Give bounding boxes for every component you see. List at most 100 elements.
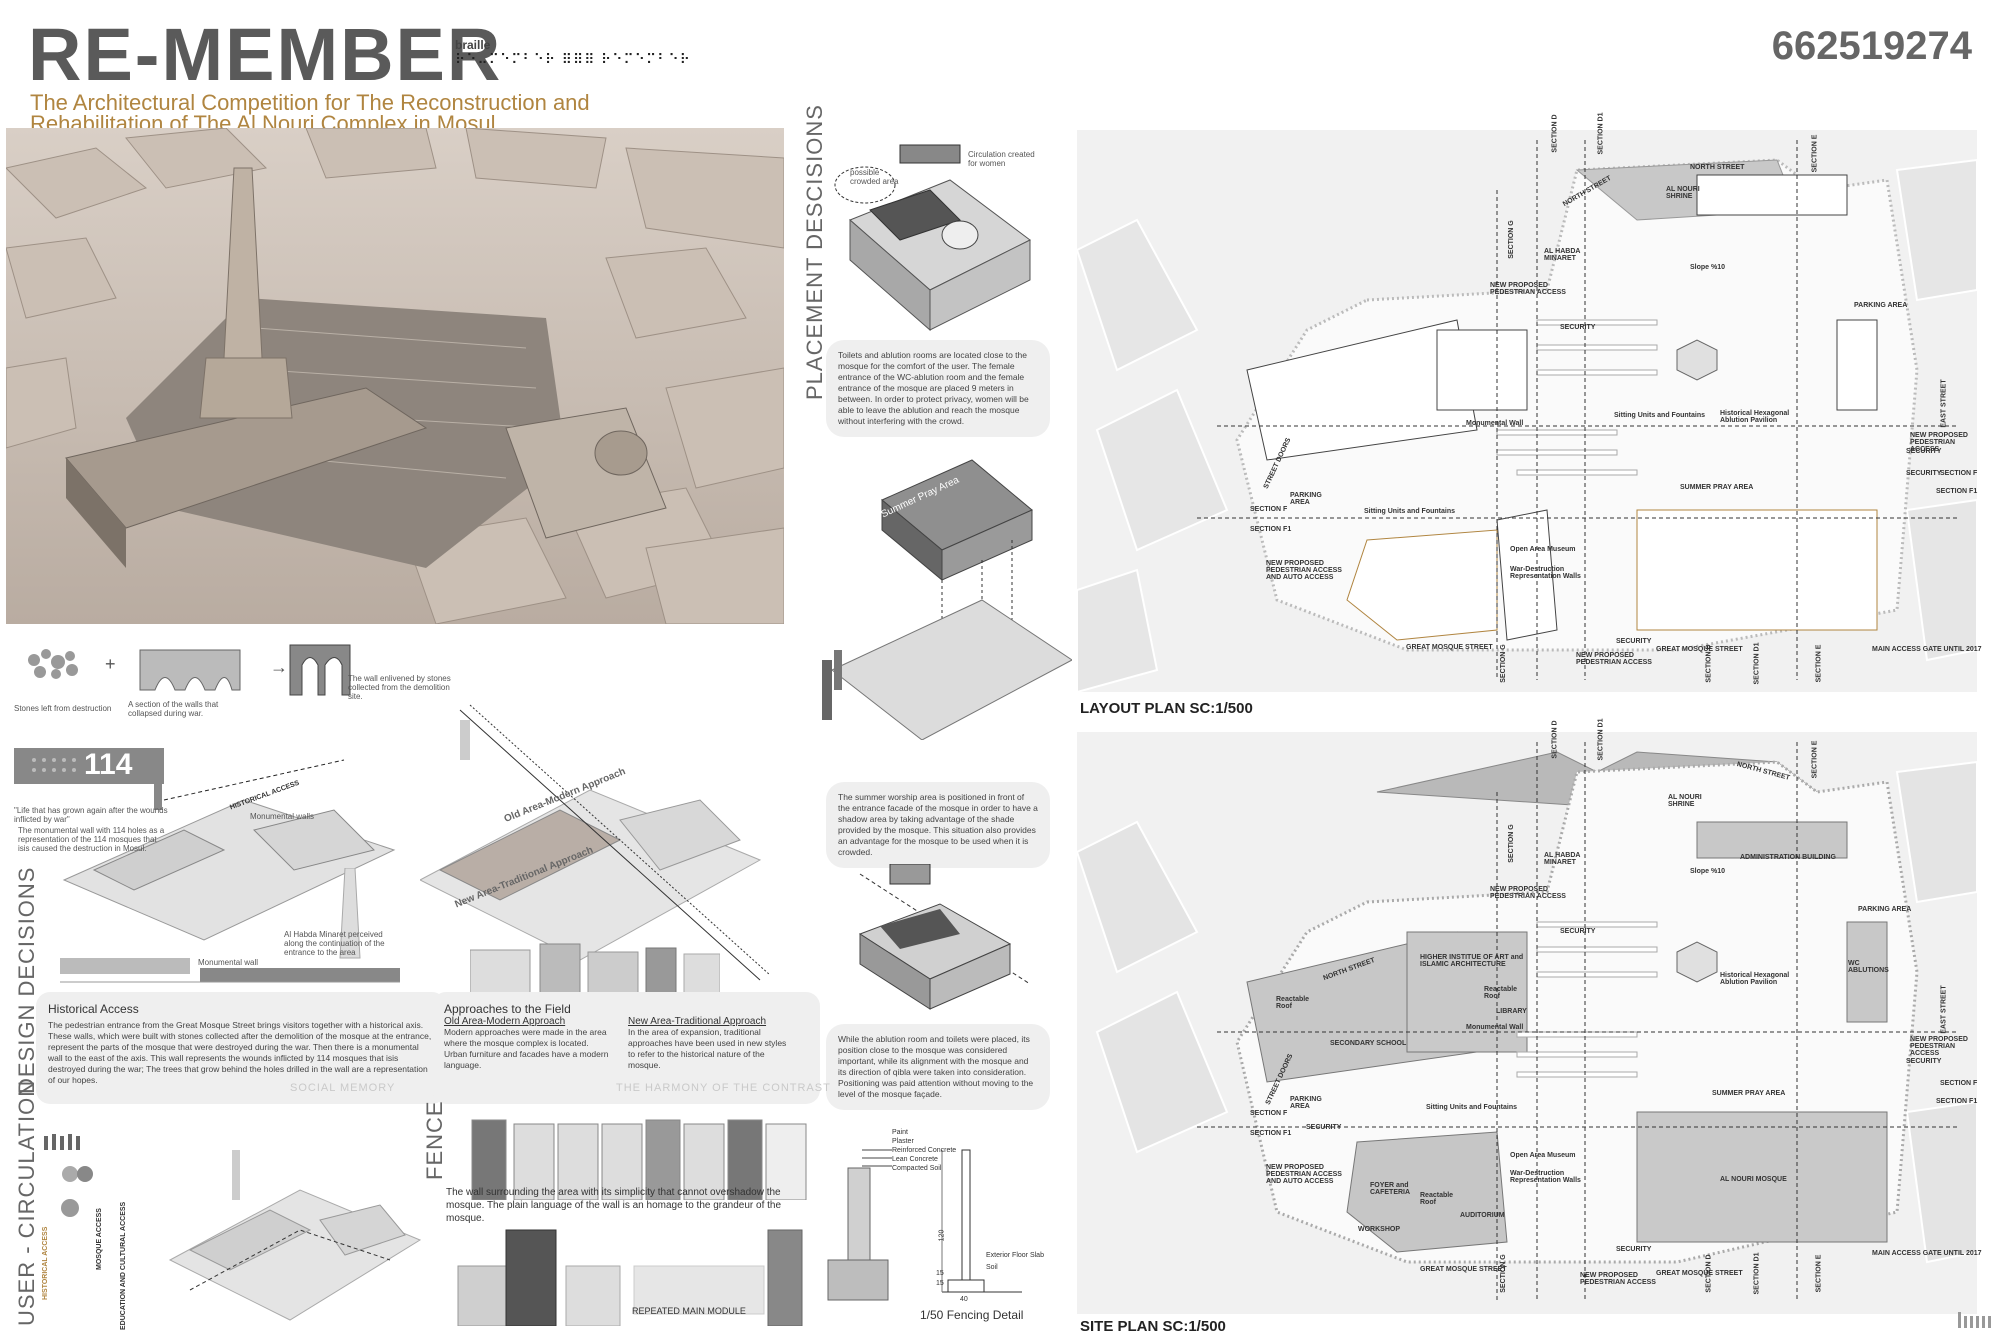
poster-title: RE-MEMBER xyxy=(28,13,503,96)
enlivened-caption: The wall enlivened by stones collected f… xyxy=(348,674,451,701)
education-access-legend: EDUCATION AND CULTURAL ACCESS xyxy=(120,1201,127,1330)
dim-15a: 15 xyxy=(936,1270,944,1277)
lp-section-f: SECTION F xyxy=(1940,470,1978,477)
lp-section-d-b: SECTION D xyxy=(1705,644,1713,683)
sp-section-d: SECTION D xyxy=(1551,720,1559,759)
historical-access-title: Historical Access xyxy=(48,1002,139,1016)
lp-section-g-b: SECTION G xyxy=(1499,644,1507,683)
lp-north-street: NORTH STREET xyxy=(1690,164,1745,171)
sp-slope: Slope %10 xyxy=(1690,868,1726,875)
monumental-caption: The monumental wall with 114 holes as a … xyxy=(18,826,165,853)
sp-pavilion: Historical Hexagonal Ablution Pavilion xyxy=(1720,972,1790,986)
walls-caption: A section of the walls that collapsed du… xyxy=(128,700,219,718)
dim-120: 120 xyxy=(938,1229,946,1242)
sp-secondary: SECONDARY SCHOOL xyxy=(1330,1040,1407,1047)
lp-section-d1-b: SECTION D1 xyxy=(1753,642,1761,685)
fence-detail xyxy=(822,1140,1032,1316)
lp-section-e: SECTION E xyxy=(1811,134,1819,173)
approaches-title: Approaches to the Field xyxy=(444,1002,571,1016)
lp-section-e-b: SECTION E xyxy=(1815,644,1823,683)
lp-museum: Open Area Museum xyxy=(1510,546,1576,553)
sp-security3: SECURITY xyxy=(1616,1246,1652,1253)
layer-lean: Lean Concrete xyxy=(892,1156,938,1163)
module-label: REPEATED MAIN MODULE xyxy=(632,1306,746,1316)
sp-nouri-mosque: AL NOURI MOSQUE xyxy=(1720,1176,1787,1183)
fence-elevation xyxy=(462,1110,812,1200)
lp-new-ped-2: NEW PROPOSED PEDESTRIAN ACCESS xyxy=(1576,652,1652,666)
layer-reinforced: Reinforced Concrete xyxy=(892,1147,957,1154)
circulation-axon xyxy=(150,1130,430,1330)
fence-text: The wall surrounding the area with its s… xyxy=(446,1187,782,1224)
placement-text-1: Toilets and ablution rooms are located c… xyxy=(826,340,1050,437)
sp-main-gate: MAIN ACCESS GATE UNTIL 2017 xyxy=(1872,1250,1982,1257)
sp-new-ped: NEW PROPOSED PEDESTRIAN ACCESS xyxy=(1490,886,1566,900)
lp-section-f1: SECTION F1 xyxy=(1936,488,1978,495)
historical-access-text: The pedestrian entrance from the Great M… xyxy=(48,1020,432,1085)
circulation-icons xyxy=(40,1134,120,1314)
approaches-box: Approaches to the Field Old Area-Modern … xyxy=(432,992,820,1104)
sp-section-e-b: SECTION E xyxy=(1815,1254,1823,1293)
sp-new-ped-2: NEW PROPOSED PEDESTRIAN ACCESS xyxy=(1580,1272,1656,1286)
lp-parking2: PARKING AREA xyxy=(1290,492,1322,506)
placement-diagram-2 xyxy=(822,440,1072,740)
lp-security: SECURITY xyxy=(1560,324,1596,331)
sp-section-f-w: SECTION F xyxy=(1250,1110,1288,1117)
sp-great-mosque: GREAT MOSQUE STREET xyxy=(1420,1266,1507,1273)
sp-security: SECURITY xyxy=(1560,928,1596,935)
layout-plan-title: LAYOUT PLAN SC:1/500 xyxy=(1080,700,1253,717)
label-possible-crowded: possible crowded area xyxy=(850,168,899,186)
stones-diagram: + → xyxy=(20,640,360,700)
fence-layers: Paint Plaster Reinforced Concrete Lean C… xyxy=(892,1128,956,1173)
fence-detail-label: 1/50 Fencing Detail xyxy=(920,1308,1024,1322)
dim-15b: 15 xyxy=(936,1280,944,1287)
layout-plan xyxy=(1077,130,1977,692)
lp-section-g: SECTION G xyxy=(1507,220,1515,259)
harmony-contrast: THE HARMONY OF THE CONTRAST xyxy=(616,1082,831,1094)
sp-foyer: FOYER and CAFETERIA xyxy=(1370,1182,1411,1196)
social-memory: SOCIAL MEMORY xyxy=(290,1082,396,1094)
monumental-wall-label: Monumental wall xyxy=(198,958,259,967)
placement-diagram-3 xyxy=(840,864,1040,1014)
svg-text:+: + xyxy=(105,654,116,674)
old-area-title: Old Area-Modern Approach xyxy=(444,1016,566,1027)
lp-section-d1: SECTION D1 xyxy=(1597,112,1605,155)
lp-great-mosque: GREAT MOSQUE STREET xyxy=(1406,644,1493,651)
sp-museum: Open Area Museum xyxy=(1510,1152,1576,1159)
sp-new-ped-auto: NEW PROPOSED PEDESTRIAN ACCESS AND AUTO … xyxy=(1266,1164,1342,1185)
sp-section-g: SECTION G xyxy=(1507,824,1515,863)
monumental-walls-label: Monumental walls xyxy=(250,812,315,821)
lp-great-mosque-2: GREAT MOSQUE STREET xyxy=(1656,646,1743,653)
sp-section-e: SECTION E xyxy=(1811,740,1819,779)
sp-shrine: AL NOURI SHRINE xyxy=(1668,794,1702,808)
lp-summer: SUMMER PRAY AREA xyxy=(1680,484,1754,491)
circulation-title: USER - CIRCULATION xyxy=(14,1079,39,1326)
sp-section-f1-w: SECTION F1 xyxy=(1250,1130,1292,1137)
entry-id: 662519274 xyxy=(1771,24,1972,68)
approaches-axon xyxy=(420,700,780,990)
new-area-title: New Area-Traditional Approach xyxy=(628,1016,767,1027)
lp-parking: PARKING AREA xyxy=(1854,302,1908,309)
lp-shrine: AL NOURI SHRINE xyxy=(1666,186,1700,200)
sp-library: LIBRARY xyxy=(1496,1008,1527,1015)
number-114: 114 xyxy=(84,748,133,781)
design-title: DESIGN DECISIONS xyxy=(14,866,39,1094)
label-circulation-women: Circulation created for women xyxy=(968,150,1035,168)
new-area-col: New Area-Traditional Approach In the are… xyxy=(628,1016,788,1071)
site-plan-drawing xyxy=(1077,732,1977,1314)
new-area-text: In the area of expansion, traditional ap… xyxy=(628,1027,787,1070)
layer-plaster: Plaster xyxy=(892,1138,914,1145)
sp-hadba: AL HABDA MINARET xyxy=(1544,852,1581,866)
life-quote: "Life that has grown again after the wou… xyxy=(14,806,168,824)
lp-section-f1-w: SECTION F1 xyxy=(1250,526,1292,533)
subtitle-line-1: The Architectural Competition for The Re… xyxy=(30,90,590,115)
placement-title: PLACEMENT DESCISIONS xyxy=(802,104,827,400)
svg-text:→: → xyxy=(270,657,288,677)
stones-caption: Stones left from destruction xyxy=(14,704,112,713)
sp-section-g-b: SECTION G xyxy=(1499,1254,1507,1293)
layout-plan-drawing xyxy=(1077,130,1977,692)
placement-diagram-1 xyxy=(830,140,1040,340)
lp-security-e: SECURITY xyxy=(1906,448,1942,455)
old-area-col: Old Area-Modern Approach Modern approach… xyxy=(444,1016,614,1071)
hadba-caption: Al Habda Minaret perceived along the con… xyxy=(284,930,385,957)
lp-main-gate: MAIN ACCESS GATE UNTIL 2017 xyxy=(1872,646,1982,653)
